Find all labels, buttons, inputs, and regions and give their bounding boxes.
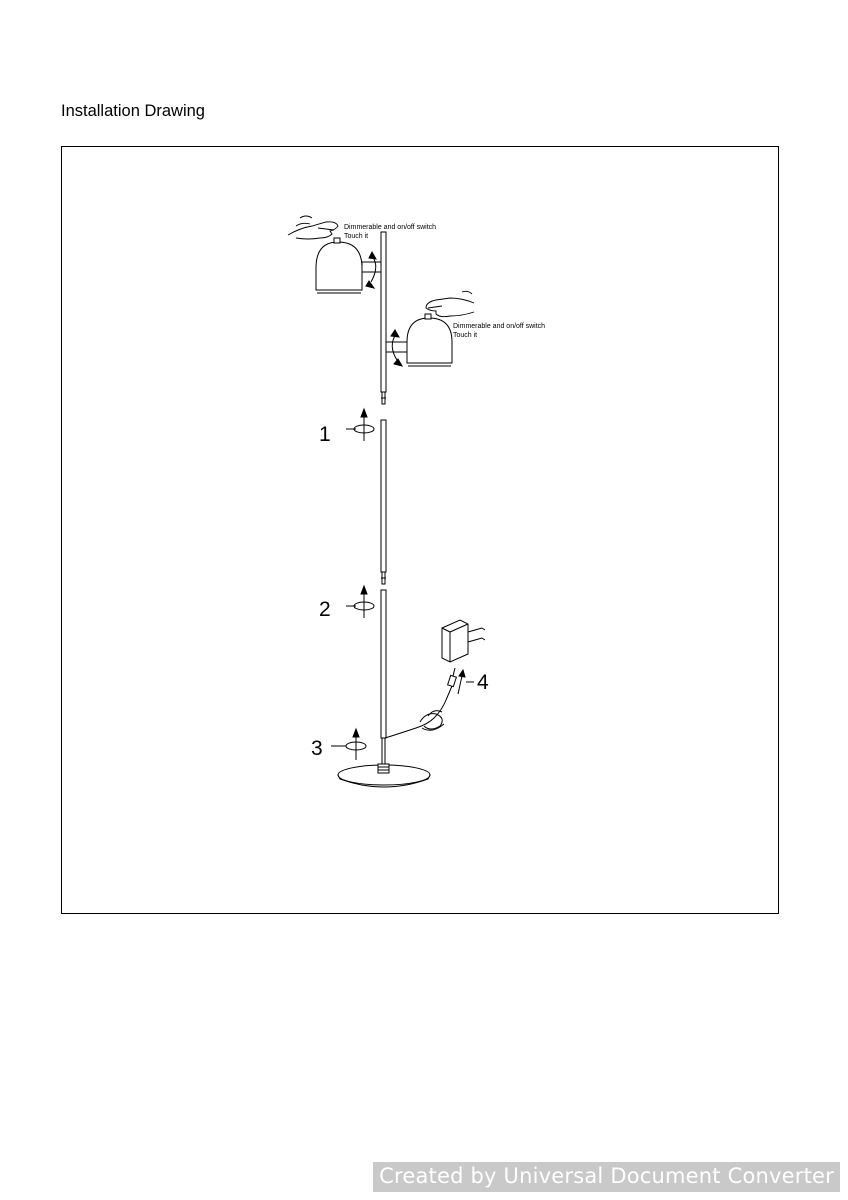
upper-touch-note: Touch it — [344, 233, 368, 240]
watermark: Created by Universal Document Converter — [373, 1162, 840, 1192]
lower-lamp-head — [385, 313, 453, 367]
lower-touch-note: Touch it — [453, 332, 477, 339]
upper-hand-icon — [287, 215, 339, 240]
step-3-assembly-icon — [331, 727, 367, 760]
page-title: Installation Drawing — [61, 102, 205, 120]
lower-hand-icon — [425, 290, 475, 318]
step-2-assembly-icon — [346, 584, 375, 618]
step-1-assembly-icon — [346, 407, 375, 441]
step-3-label: 3 — [311, 737, 323, 760]
step-1-label: 1 — [319, 423, 331, 446]
upper-lamp-head — [315, 237, 382, 294]
step-2-label: 2 — [319, 598, 331, 621]
power-adapter — [441, 619, 486, 663]
power-cable — [384, 667, 458, 739]
step-4-assembly-icon — [457, 668, 474, 695]
step-4-label: 4 — [477, 671, 489, 694]
lamp-pole — [380, 231, 387, 765]
lower-switch-note: Dimmerable and on/off switch — [453, 323, 545, 330]
upper-switch-note: Dimmerable and on/off switch — [344, 224, 436, 231]
drawing-frame — [61, 146, 779, 914]
lamp-base — [337, 763, 431, 788]
